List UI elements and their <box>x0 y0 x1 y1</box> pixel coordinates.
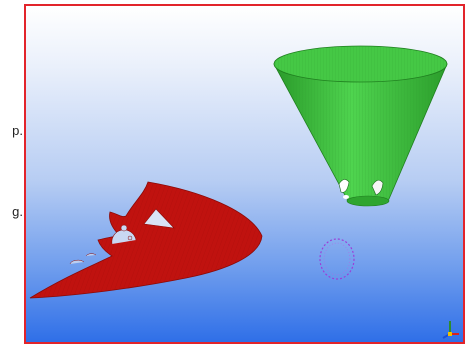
margin-text-line2: g. <box>12 204 23 219</box>
green-cone[interactable] <box>273 45 448 207</box>
viewport-scene <box>29 45 448 299</box>
margin-text-line1: p. <box>12 123 23 138</box>
3d-viewport[interactable] <box>24 4 465 344</box>
purple-circle-outline[interactable] <box>319 238 355 280</box>
axis-triad-icon <box>439 318 461 340</box>
red-flat-pattern[interactable] <box>29 181 263 299</box>
